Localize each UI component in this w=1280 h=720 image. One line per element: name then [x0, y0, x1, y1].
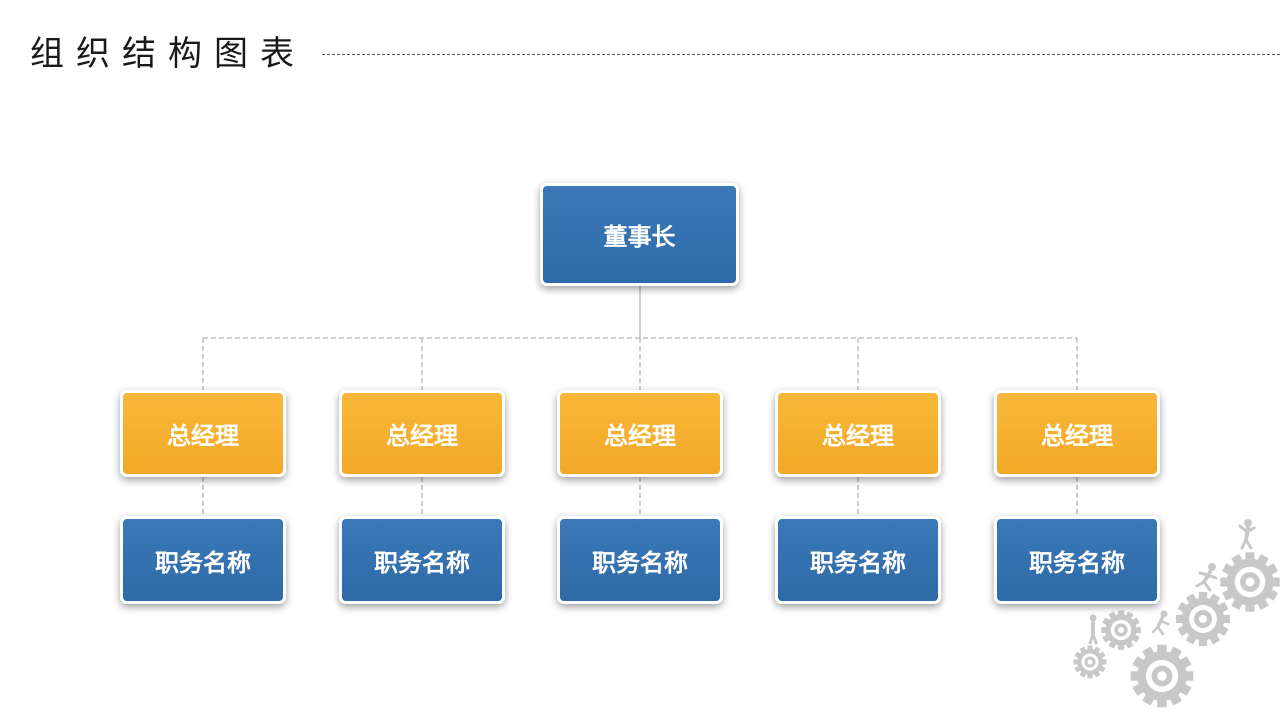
gears-with-runners-decoration-icon	[1073, 519, 1280, 708]
position-label: 职务名称	[155, 548, 251, 577]
position-box-1: 职务名称	[120, 516, 286, 604]
general-manager-label: 总经理	[167, 422, 239, 450]
position-label: 职务名称	[810, 548, 906, 577]
general-manager-label: 总经理	[604, 422, 676, 450]
general-manager-box-1: 总经理	[120, 390, 286, 477]
general-manager-box-4: 总经理	[775, 390, 941, 477]
general-manager-box-5: 总经理	[994, 390, 1160, 477]
general-manager-box-2: 总经理	[339, 390, 505, 477]
general-manager-box-3: 总经理	[557, 390, 723, 477]
title-divider	[322, 54, 1280, 55]
position-label: 职务名称	[374, 548, 470, 577]
chairman-label: 董事长	[603, 223, 676, 251]
general-manager-label: 总经理	[822, 422, 894, 450]
position-box-4: 职务名称	[775, 516, 941, 604]
general-manager-label: 总经理	[386, 422, 458, 450]
position-box-2: 职务名称	[339, 516, 505, 604]
position-box-5: 职务名称	[994, 516, 1160, 604]
position-label: 职务名称	[1029, 548, 1125, 577]
page-title: 组织结构图表	[30, 34, 306, 74]
position-box-3: 职务名称	[557, 516, 723, 604]
general-manager-label: 总经理	[1041, 422, 1113, 450]
chairman-box: 董事长	[540, 183, 739, 286]
position-label: 职务名称	[592, 548, 688, 577]
